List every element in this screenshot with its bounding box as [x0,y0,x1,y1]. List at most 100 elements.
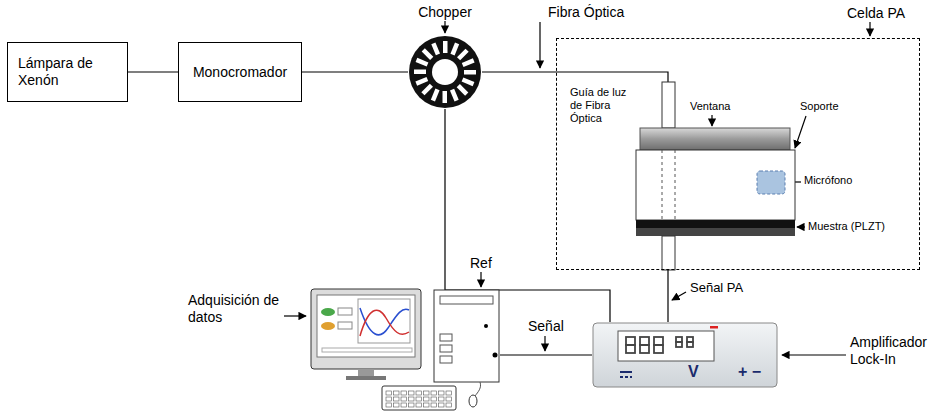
chopper-slot [457,84,469,96]
indicator [710,326,718,329]
leader-arrow [797,226,805,227]
leader-arrow [444,21,445,33]
key [424,397,430,401]
key [446,397,452,401]
screen-field [338,322,352,329]
chopper-slot [457,49,469,61]
display-digit [626,345,635,353]
display-digit [626,337,635,345]
data-acquisition-computer: Adquisición de datos [310,288,500,412]
leader-arrow [539,22,540,68]
chopper-slot [443,91,448,103]
computer-drawing [310,288,500,412]
chopper-slot [443,41,448,53]
port [493,353,498,358]
display-digit [640,345,649,353]
connector [667,270,668,322]
chopper-slot [464,70,476,75]
key [409,391,415,395]
microphone-label: Micrófono [804,174,852,187]
key [416,391,422,395]
key [439,403,445,407]
chopper-slot [462,58,475,67]
key [424,391,430,395]
screen-bar [322,348,412,352]
fiber-label: Fibra Óptica [548,4,624,21]
chopper-slot [450,43,459,56]
leader-arrow [782,354,846,355]
display-digit [640,337,649,345]
drive-slot [440,356,452,363]
chopper-slot [431,42,440,55]
connector [302,71,408,72]
node-label: Chopper [388,4,502,21]
holder-bore [662,150,663,220]
monitor-stand [358,369,374,376]
screen-field [338,308,352,315]
connector [128,71,178,72]
display-digit [687,342,693,347]
leader-arrow [544,336,545,351]
window [640,128,790,150]
key [386,391,392,395]
key [446,403,452,407]
chopper-slot [421,84,433,96]
display-digit [654,345,663,353]
chopper-slot [422,48,434,60]
power-button [484,324,488,328]
key [394,397,400,401]
light-guide-label: Guía de luz de Fibra Óptica [570,86,634,126]
key [386,397,392,401]
optical-fiber [556,72,668,82]
chopper-slot [450,89,459,102]
screen-icon [321,308,335,316]
key [431,397,437,401]
key-symbol: + − [738,362,761,381]
fiber-lower [662,236,675,270]
key [431,391,437,395]
screen [317,295,415,357]
key [416,403,422,407]
key [424,403,430,407]
chopper-drawing [408,35,482,109]
key [409,403,415,407]
dc-symbol [620,371,632,373]
signal-name: Ref [470,255,492,272]
unit-symbol: V [688,362,699,381]
node-label: Lámpara de Xenón [18,55,117,89]
key [409,397,415,401]
dc-symbol [620,376,632,378]
chopper-slot [462,77,475,86]
key [401,397,407,401]
plot-curve [360,310,409,336]
sample-label: Muestra (PLZT) [808,220,885,233]
drive-bay [440,296,493,304]
chopper-slot [415,77,428,86]
drive-slot [440,345,452,352]
display-digit [654,337,663,345]
lamp-box: Lámpara de Xenón [7,42,128,102]
chopper-slot [414,70,426,75]
mouse [469,395,477,407]
holder [636,150,795,220]
chopper-hub [432,59,458,85]
chopper-slot [416,58,429,67]
key [386,403,392,407]
key [439,391,445,395]
monitor-base [346,376,386,380]
key [431,403,437,407]
signal-name: Señal PA [690,280,743,296]
key [394,403,400,407]
sample [636,220,795,228]
screen-icon [321,322,335,330]
chopper-slot [431,89,440,102]
key [446,391,452,395]
holder-bore [675,150,676,220]
mouse-cable [475,382,481,396]
leader-arrow [284,315,306,316]
window-label: Ventana [690,100,730,113]
key [401,391,407,395]
device-case [593,323,777,387]
sample-layer [636,228,795,236]
node-label: Monocromador [193,64,287,81]
